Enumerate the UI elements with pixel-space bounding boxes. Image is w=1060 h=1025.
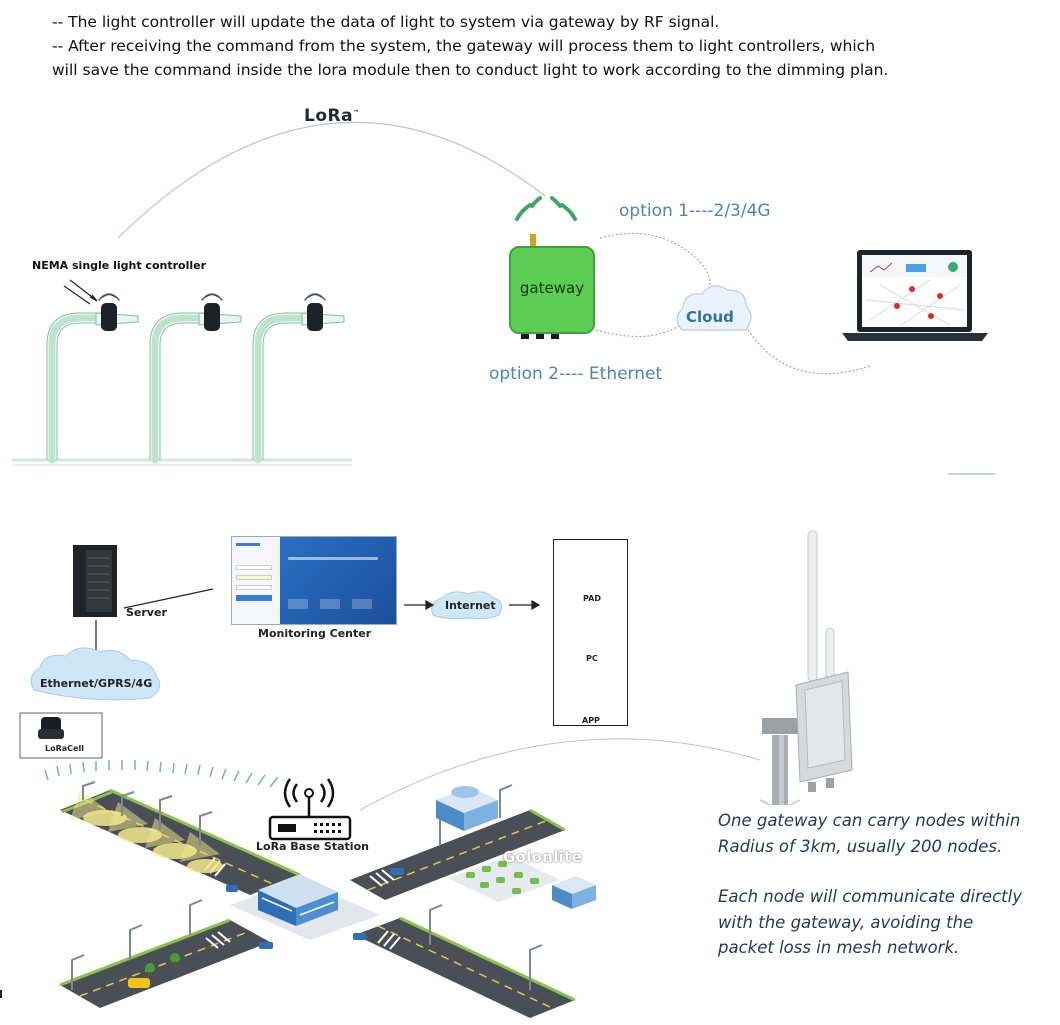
internet-cloud-icon (431, 591, 503, 620)
description-p2-line3: packet loss in mesh network. (718, 938, 960, 957)
cloud-label: Cloud (686, 308, 734, 326)
gateway-device: gateway (509, 246, 595, 334)
connection-dashes (595, 232, 871, 375)
vehicles (128, 868, 404, 988)
cloud-icon (676, 285, 752, 331)
network-cloud-icon (30, 647, 161, 701)
client-devices-panel (553, 539, 628, 726)
device-pad-label: PAD (583, 594, 601, 603)
intro-line-2: -- After receiving the command from the … (52, 37, 876, 55)
monitoring-center-screen (231, 536, 397, 625)
gateway-photo (759, 530, 853, 806)
server-monitor-link (123, 588, 214, 609)
lora-arc (117, 121, 546, 239)
coverage-arc (359, 738, 761, 811)
base-station-label: LoRa Base Station (256, 840, 369, 853)
laptop-map-icon (842, 250, 988, 341)
gateway-label: gateway (519, 279, 585, 297)
device-pc-label: PC (586, 654, 598, 663)
street-lamps (71, 781, 543, 990)
lora-logo: LoRa™ (304, 106, 360, 126)
parking-lot (448, 856, 560, 902)
lora-base-station-icon (268, 778, 352, 841)
option-1-label: option 1----2/3/4G (619, 201, 771, 221)
internet-label: Internet (445, 599, 496, 612)
gateway-description: One gateway can carry nodes within Radiu… (718, 808, 1048, 961)
nema-controllers (101, 303, 323, 331)
monitoring-center-label: Monitoring Center (258, 627, 372, 640)
trees (145, 953, 180, 978)
intro-line-3: will save the command inside the lora mo… (52, 61, 889, 79)
loracell-icon (38, 717, 64, 739)
description-p2-line1: Each node will communicate directly (718, 887, 1022, 906)
nema-pointer-arrow (63, 279, 98, 305)
flow-arrows (404, 599, 541, 611)
device-app-label: APP (582, 716, 600, 725)
intro-line-1: -- The light controller will update the … (52, 13, 720, 31)
street-poles (48, 314, 318, 464)
radio-wave-ticks (44, 760, 279, 788)
server-label: Server (126, 606, 167, 619)
description-p1-line2: Radius of 3km, usually 200 nodes. (718, 836, 1003, 856)
nema-controller-label: NEMA single light controller (32, 259, 207, 272)
network-label: Ethernet/GPRS/4G (40, 677, 153, 690)
description-p1-line1: One gateway can carry nodes within (718, 811, 1021, 830)
gateway-signal-icon (515, 196, 577, 221)
server-icon (73, 545, 117, 617)
city-buildings (258, 786, 596, 926)
loracell-label: LoRaCell (45, 744, 84, 753)
watermark: Golonlite (503, 848, 583, 866)
description-p2-line2: with the gateway, avoiding the (718, 912, 974, 932)
intro-text: -- The light controller will update the … (52, 10, 1042, 82)
option-2-label: option 2---- Ethernet (489, 364, 663, 384)
